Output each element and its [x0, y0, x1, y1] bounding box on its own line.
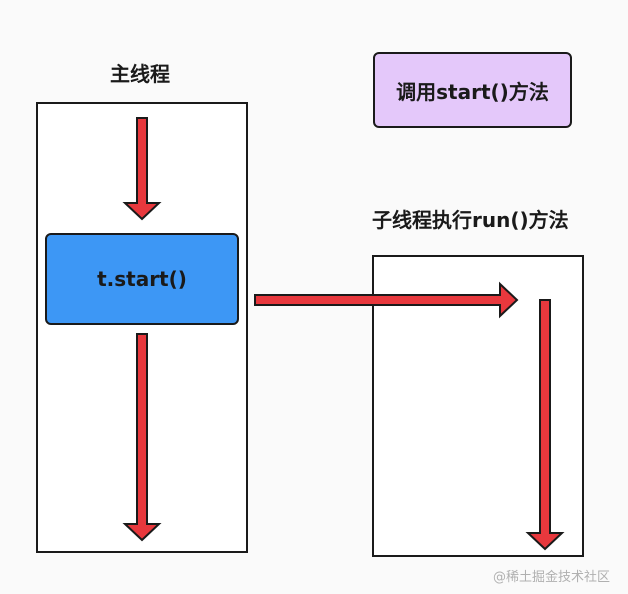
main-thread-title: 主线程 [110, 62, 170, 86]
main-thread-arrow-top [122, 117, 162, 221]
main-thread-arrow-bottom [122, 333, 162, 542]
child-thread-run-arrow [525, 299, 565, 551]
t-start-call-box: t.start() [45, 233, 239, 325]
child-thread-title: 子线程执行run()方法 [372, 208, 569, 232]
start-call-note: 调用start()方法 [373, 52, 572, 128]
start-to-child-arrow [254, 281, 519, 319]
watermark: @稀土掘金技术社区 [493, 570, 611, 585]
